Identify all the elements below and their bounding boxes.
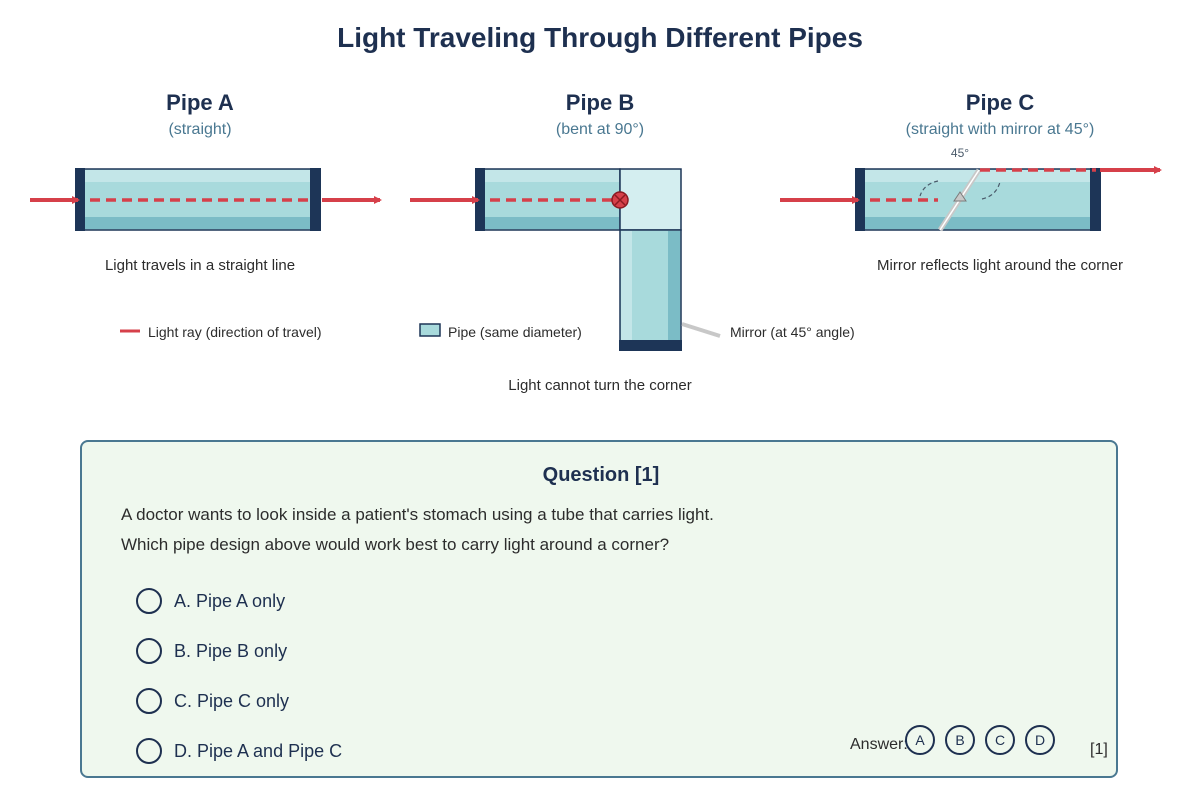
legend-mirror-swatch [681, 322, 721, 338]
question-text-line-1: A doctor wants to look inside a patient'… [121, 505, 714, 524]
option-d-label: D. Pipe A and Pipe C [174, 740, 343, 761]
option-a[interactable]: A. Pipe A only [136, 586, 285, 616]
pipe-b-corner [619, 168, 682, 231]
pipe-b-subtitle: (bent at 90°) [555, 121, 645, 138]
pipe-c-diagram [780, 166, 1162, 232]
pipes-diagram [30, 166, 1162, 351]
pipe-c-mirror-pivot [953, 191, 967, 202]
legend-pipe-swatch [419, 323, 441, 337]
question-text-line-2: Which pipe design above would work best … [121, 535, 670, 554]
option-a-radio[interactable] [136, 588, 162, 614]
question-marks: [1] [1090, 741, 1108, 758]
pipe-a-caption: Light travels in a straight line [104, 257, 296, 274]
option-d[interactable]: D. Pipe A and Pipe C [136, 736, 342, 766]
option-c-label: C. Pipe C only [174, 690, 290, 711]
question-box: Question [1] A doctor wants to look insi… [80, 440, 1118, 778]
pipe-a-cap-right [310, 168, 321, 231]
option-c-radio[interactable] [136, 688, 162, 714]
pipe-c-caption: Mirror reflects light around the corner [877, 257, 1123, 274]
option-b-radio[interactable] [136, 638, 162, 664]
pipe-a-cap-left [75, 168, 85, 231]
legend-mirror: Mirror (at 45° angle) [730, 324, 855, 340]
pipe-a-diagram [30, 168, 382, 231]
answer-choice-a[interactable]: A [905, 725, 935, 755]
option-b-label: B. Pipe B only [174, 640, 288, 661]
pipe-a-shade [81, 217, 319, 229]
answer-choice-b[interactable]: B [945, 725, 975, 755]
pipe-c-subtitle: (straight with mirror at 45°) [905, 121, 1095, 138]
pipe-a-subtitle: (straight) [168, 121, 232, 138]
option-a-label: A. Pipe A only [174, 590, 286, 611]
pipe-a-title: Pipe A [166, 90, 234, 115]
option-b[interactable]: B. Pipe B only [136, 636, 287, 666]
option-c[interactable]: C. Pipe C only [136, 686, 289, 716]
pipe-b-caption: Light cannot turn the corner [508, 377, 692, 394]
legend-light-ray: Light ray (direction of travel) [148, 324, 322, 340]
pipe-b-diagram [410, 168, 682, 351]
page-title: Light Traveling Through Different Pipes [337, 22, 863, 53]
pipe-c-title: Pipe C [965, 90, 1035, 115]
pipe-b-cap-bottom [619, 340, 682, 351]
answer-choice-c[interactable]: C [985, 725, 1015, 755]
question-title: Question [1] [542, 464, 660, 486]
pipe-b-cap-left [475, 168, 485, 231]
answer-label: Answer: [850, 736, 908, 753]
option-d-radio[interactable] [136, 738, 162, 764]
pipe-c-angle-arc-left [919, 180, 939, 197]
pipe-c-cap-left [855, 168, 865, 231]
answer-choice-d[interactable]: D [1025, 725, 1055, 755]
legend-pipe: Pipe (same diameter) [448, 324, 582, 340]
pipe-b-title: Pipe B [565, 90, 635, 115]
pipe-c-angle-arc-right [981, 181, 1001, 200]
pipe-a-highlight [81, 170, 319, 182]
pipe-c-angle-label: 45° [950, 146, 970, 160]
pipe-c-cap-right [1090, 168, 1101, 231]
